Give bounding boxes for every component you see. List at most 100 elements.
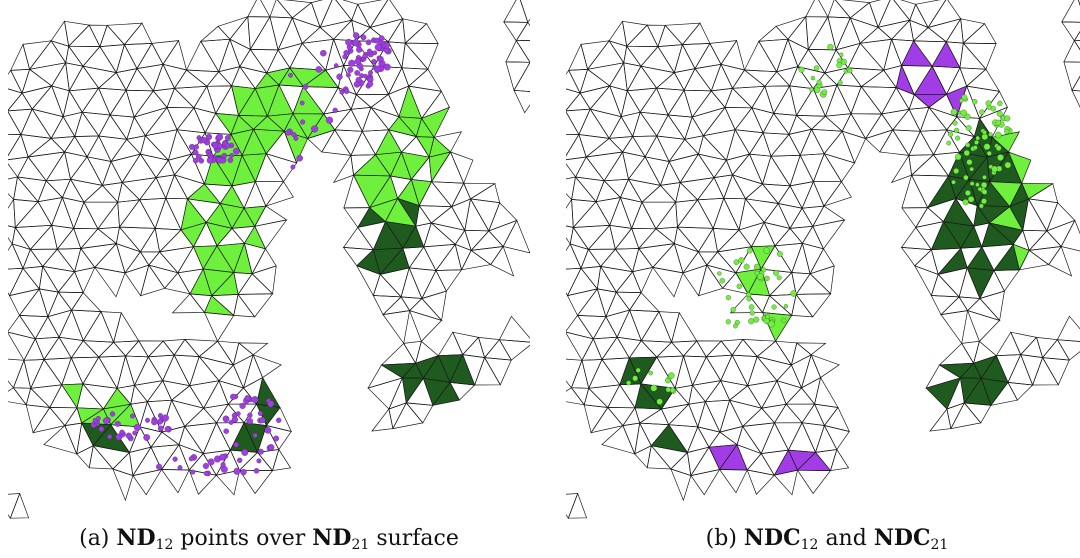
mesh-face <box>801 180 825 209</box>
mesh-face <box>147 354 175 382</box>
purple-point-marker <box>130 413 135 419</box>
purple-point-marker <box>162 414 169 422</box>
mesh-face <box>404 23 439 44</box>
mesh-face <box>787 38 809 68</box>
caption-a-middle: points over <box>180 526 306 551</box>
purple-point-marker <box>353 81 361 88</box>
mesh-face <box>464 229 490 252</box>
purple-point-marker <box>345 38 353 46</box>
caption-b-term2: NDC <box>873 525 931 551</box>
mesh-face <box>100 311 122 344</box>
mesh-face <box>742 339 777 358</box>
mesh-face <box>206 71 233 87</box>
mesh-face <box>639 87 669 116</box>
mesh-face <box>29 384 63 409</box>
green-point-marker <box>837 80 843 86</box>
mesh-face <box>118 199 156 229</box>
mesh-face <box>505 39 530 63</box>
mesh-face <box>503 0 529 23</box>
purple-point-marker <box>377 56 384 63</box>
mesh-face <box>148 251 179 274</box>
mesh-face <box>8 156 29 178</box>
green-point-marker <box>961 94 968 101</box>
mesh-face <box>570 359 590 389</box>
highlighted-mesh-face <box>243 225 267 250</box>
mesh-face <box>799 128 825 156</box>
mesh-face <box>801 205 825 228</box>
highlighted-mesh-face <box>931 41 961 69</box>
green-point-marker <box>972 145 978 151</box>
purple-point-marker <box>325 116 334 124</box>
mesh-face <box>449 381 476 401</box>
mesh-face <box>421 290 447 322</box>
mesh-face <box>850 85 883 115</box>
mesh-face <box>401 67 429 87</box>
mesh-face <box>355 93 390 108</box>
mesh-face <box>58 336 84 359</box>
green-point-marker <box>963 149 970 157</box>
mesh-face <box>785 403 816 424</box>
mesh-face <box>655 341 685 358</box>
mesh-face <box>98 135 128 163</box>
green-point-marker <box>763 317 770 325</box>
purple-point-marker <box>188 456 194 462</box>
mesh-face <box>38 288 59 318</box>
mesh-face <box>877 0 911 28</box>
mesh-face <box>29 248 59 267</box>
mesh-face <box>1071 89 1080 108</box>
mesh-face <box>1032 356 1059 386</box>
mesh-face <box>167 153 193 176</box>
mesh-face <box>1060 219 1080 252</box>
purple-point-marker <box>157 413 163 419</box>
mesh-face <box>946 402 966 430</box>
mesh-face <box>74 111 100 137</box>
mesh-face <box>659 182 681 203</box>
mesh-face <box>64 20 90 47</box>
mesh-face <box>8 267 40 297</box>
mesh-face <box>814 403 839 427</box>
purple-point-marker <box>192 149 199 156</box>
green-point-marker <box>981 133 989 141</box>
mesh-face <box>615 291 642 311</box>
mesh-face <box>601 336 630 360</box>
purple-point-marker <box>259 416 266 424</box>
purple-point-marker <box>237 457 243 463</box>
green-point-marker <box>1004 161 1012 169</box>
mesh-face <box>722 272 749 295</box>
mesh-face <box>605 291 631 318</box>
mesh-face <box>592 336 618 361</box>
mesh-face <box>787 421 817 453</box>
green-point-marker <box>979 109 985 115</box>
mesh-face <box>632 266 654 294</box>
mesh-face <box>64 135 88 158</box>
mesh-face <box>596 288 617 318</box>
mesh-face <box>82 46 118 74</box>
mesh-face <box>79 228 118 249</box>
mesh-face <box>864 129 894 153</box>
mesh-face <box>188 469 217 495</box>
mesh-face <box>478 336 501 359</box>
purple-point-marker <box>247 412 253 418</box>
mesh-face <box>646 444 672 470</box>
mesh-face <box>774 227 804 247</box>
purple-point-marker <box>345 72 351 78</box>
mesh-face <box>607 384 636 409</box>
mesh-face <box>658 311 680 344</box>
purple-point-marker <box>189 143 195 150</box>
mesh-face <box>965 68 1001 92</box>
mesh-face <box>449 151 474 185</box>
mesh-face <box>579 85 611 110</box>
mesh-face <box>675 181 699 203</box>
green-point-marker <box>733 323 738 329</box>
mesh-face <box>609 224 633 250</box>
mesh-face <box>670 340 698 357</box>
mesh-face <box>566 358 583 389</box>
mesh-face <box>919 106 948 132</box>
green-point-marker <box>965 125 972 131</box>
mesh-face <box>623 62 642 92</box>
mesh-face <box>21 85 53 110</box>
mesh-face <box>688 401 706 428</box>
mesh-face <box>566 156 587 178</box>
mesh-face <box>162 380 191 401</box>
mesh-face <box>773 403 803 424</box>
